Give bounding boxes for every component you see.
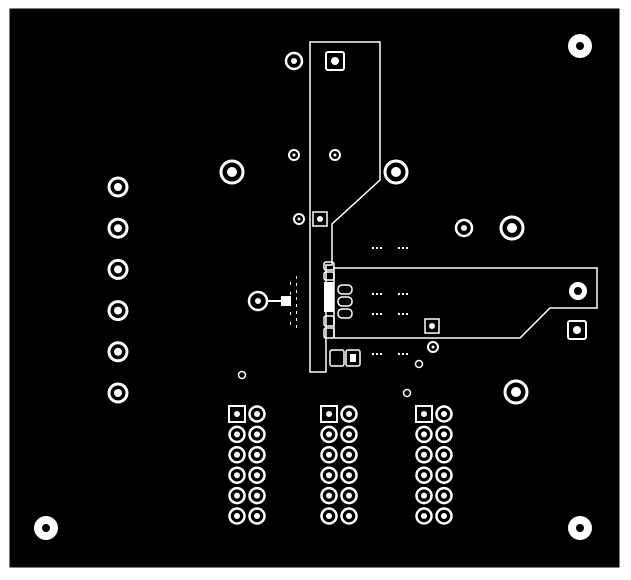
- mounting-hole-bottom-right: [568, 516, 592, 540]
- large-pad: [219, 159, 245, 185]
- test-point-left: [247, 290, 291, 312]
- header-pin: [320, 425, 338, 444]
- header-pin: [435, 466, 453, 484]
- via: [293, 213, 305, 225]
- square-pad: [325, 51, 345, 71]
- header-pin: [248, 425, 266, 444]
- component-bottom: [329, 349, 361, 367]
- header-pin: [435, 486, 453, 505]
- square-via: [312, 211, 328, 227]
- dot-rows: [372, 247, 408, 355]
- header-pin: [340, 507, 358, 525]
- left-connector: [107, 176, 129, 404]
- header-pin: [415, 486, 433, 505]
- fine-pitch-dots: [290, 276, 297, 328]
- medium-pad: [454, 218, 474, 238]
- medium-pad: [284, 51, 304, 71]
- header-pin: [340, 425, 358, 444]
- header-pin: [415, 466, 433, 484]
- header-pin-1: [415, 405, 433, 423]
- square-pad: [567, 320, 587, 340]
- via: [402, 388, 412, 398]
- header-pin: [248, 507, 266, 525]
- large-pad: [499, 215, 525, 241]
- mounting-hole-right-pad: [569, 282, 587, 300]
- header-pin: [340, 486, 358, 505]
- via: [427, 341, 439, 353]
- header-pin: [320, 486, 338, 505]
- header-block: [228, 405, 266, 525]
- header-pin: [320, 507, 338, 525]
- via: [237, 370, 247, 380]
- header-pin: [228, 466, 246, 484]
- header-pin: [320, 446, 338, 464]
- header-pin: [435, 405, 453, 423]
- pin-headers: [228, 405, 453, 525]
- header-pin: [340, 405, 358, 423]
- via: [329, 149, 341, 161]
- header-pin: [228, 486, 246, 505]
- mounting-hole-top-right: [568, 34, 592, 58]
- connector-pin: [107, 176, 129, 198]
- header-pin: [228, 507, 246, 525]
- header-pin: [248, 405, 266, 423]
- header-pin: [415, 446, 433, 464]
- header-pin: [248, 466, 266, 484]
- header-pin: [435, 425, 453, 444]
- large-pad: [503, 379, 529, 405]
- header-pin: [228, 425, 246, 444]
- mounting-hole-bottom-left: [34, 516, 58, 540]
- header-pin: [340, 466, 358, 484]
- header-pin: [320, 466, 338, 484]
- header-pin: [248, 446, 266, 464]
- header-pin: [228, 446, 246, 464]
- header-pin: [415, 507, 433, 525]
- header-pin: [415, 425, 433, 444]
- header-pin: [340, 446, 358, 464]
- ic-footprint: [323, 261, 353, 339]
- via: [288, 149, 300, 161]
- large-pad: [383, 159, 409, 185]
- header-block: [415, 405, 453, 525]
- connector-pin: [107, 341, 129, 363]
- board-outline: [8, 7, 621, 569]
- header-pin: [248, 486, 266, 505]
- connector-pin: [107, 258, 129, 280]
- via: [414, 359, 424, 369]
- connector-pin: [107, 300, 129, 322]
- connector-pin: [107, 217, 129, 239]
- header-pin: [435, 507, 453, 525]
- header-pin-1: [228, 405, 246, 423]
- copper-trace-vertical: [309, 41, 381, 373]
- square-via: [424, 318, 440, 334]
- header-block: [320, 405, 358, 525]
- header-pin: [435, 446, 453, 464]
- connector-pin: [107, 382, 129, 404]
- header-pin-1: [320, 405, 338, 423]
